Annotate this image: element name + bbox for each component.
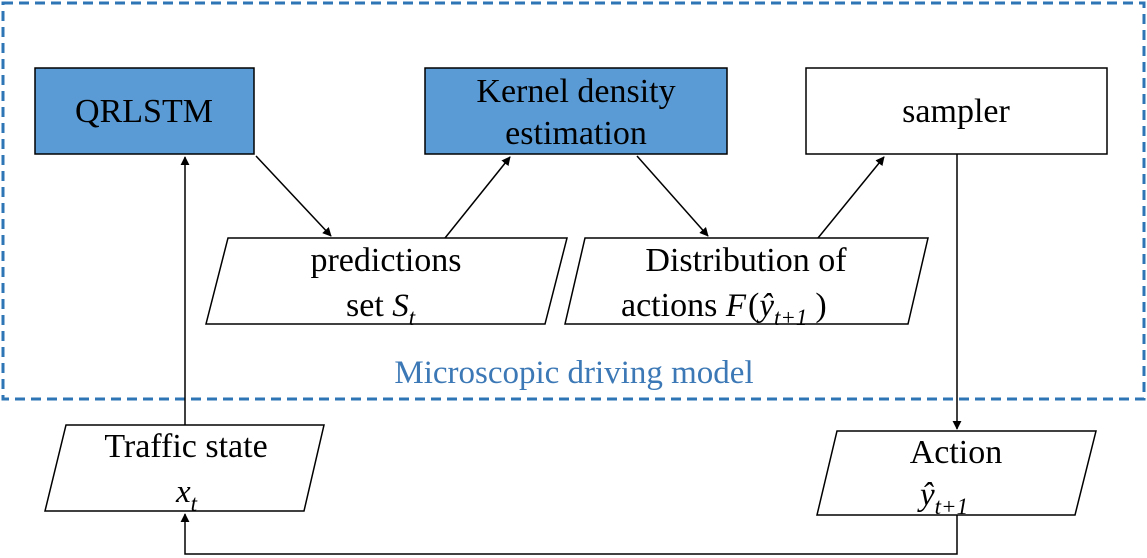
sampler-box: sampler	[805, 67, 1108, 155]
predictions-symbol: S	[392, 288, 409, 324]
arrow-distribution-to-sampler	[817, 156, 885, 239]
model-container-label: Microscopic driving model	[394, 355, 753, 391]
qrlstm-box: QRLSTM	[34, 67, 255, 155]
action-node: Action ŷt+1	[816, 430, 1097, 519]
traffic-state-subscript: t	[191, 491, 198, 516]
predictions-label-line2: set St	[346, 287, 416, 330]
arrow-qrlstm-to-predictions	[255, 155, 332, 237]
action-symbol: ŷ	[917, 477, 935, 513]
action-subscript: t+1	[935, 494, 968, 519]
traffic-state-label: Traffic state	[104, 428, 267, 465]
action-math: ŷt+1	[917, 477, 968, 519]
distribution-label-line2: actions F(ŷt+1)	[621, 287, 827, 330]
sampler-label: sampler	[902, 93, 1010, 130]
arrow-action-to-traffic-state	[180, 513, 958, 555]
kde-label-line2: estimation	[505, 115, 647, 152]
predictions-label-line1: predictions	[310, 242, 461, 279]
distribution-node: Distribution of actions F(ŷt+1)	[564, 237, 929, 330]
model-container	[1, 1, 1146, 401]
kde-label-line1: Kernel density	[476, 73, 675, 110]
traffic-state-math: xt	[175, 474, 198, 516]
distribution-subscript: t+1	[774, 305, 807, 330]
arrow-kde-to-distribution	[636, 155, 709, 237]
distribution-func: F	[725, 288, 747, 324]
arrow-predictions-to-kde	[444, 156, 511, 239]
distribution-symbol: ŷ	[756, 288, 774, 324]
distribution-label-line1: Distribution of	[645, 242, 847, 279]
traffic-state-node: Traffic state xt	[44, 424, 325, 516]
traffic-state-symbol: x	[175, 474, 191, 510]
action-label: Action	[910, 434, 1003, 471]
predictions-subscript: t	[409, 305, 416, 330]
predictions-set-node: predictions set St	[205, 237, 568, 330]
kde-box: Kernel density estimation	[424, 67, 728, 155]
qrlstm-label: QRLSTM	[75, 93, 213, 130]
